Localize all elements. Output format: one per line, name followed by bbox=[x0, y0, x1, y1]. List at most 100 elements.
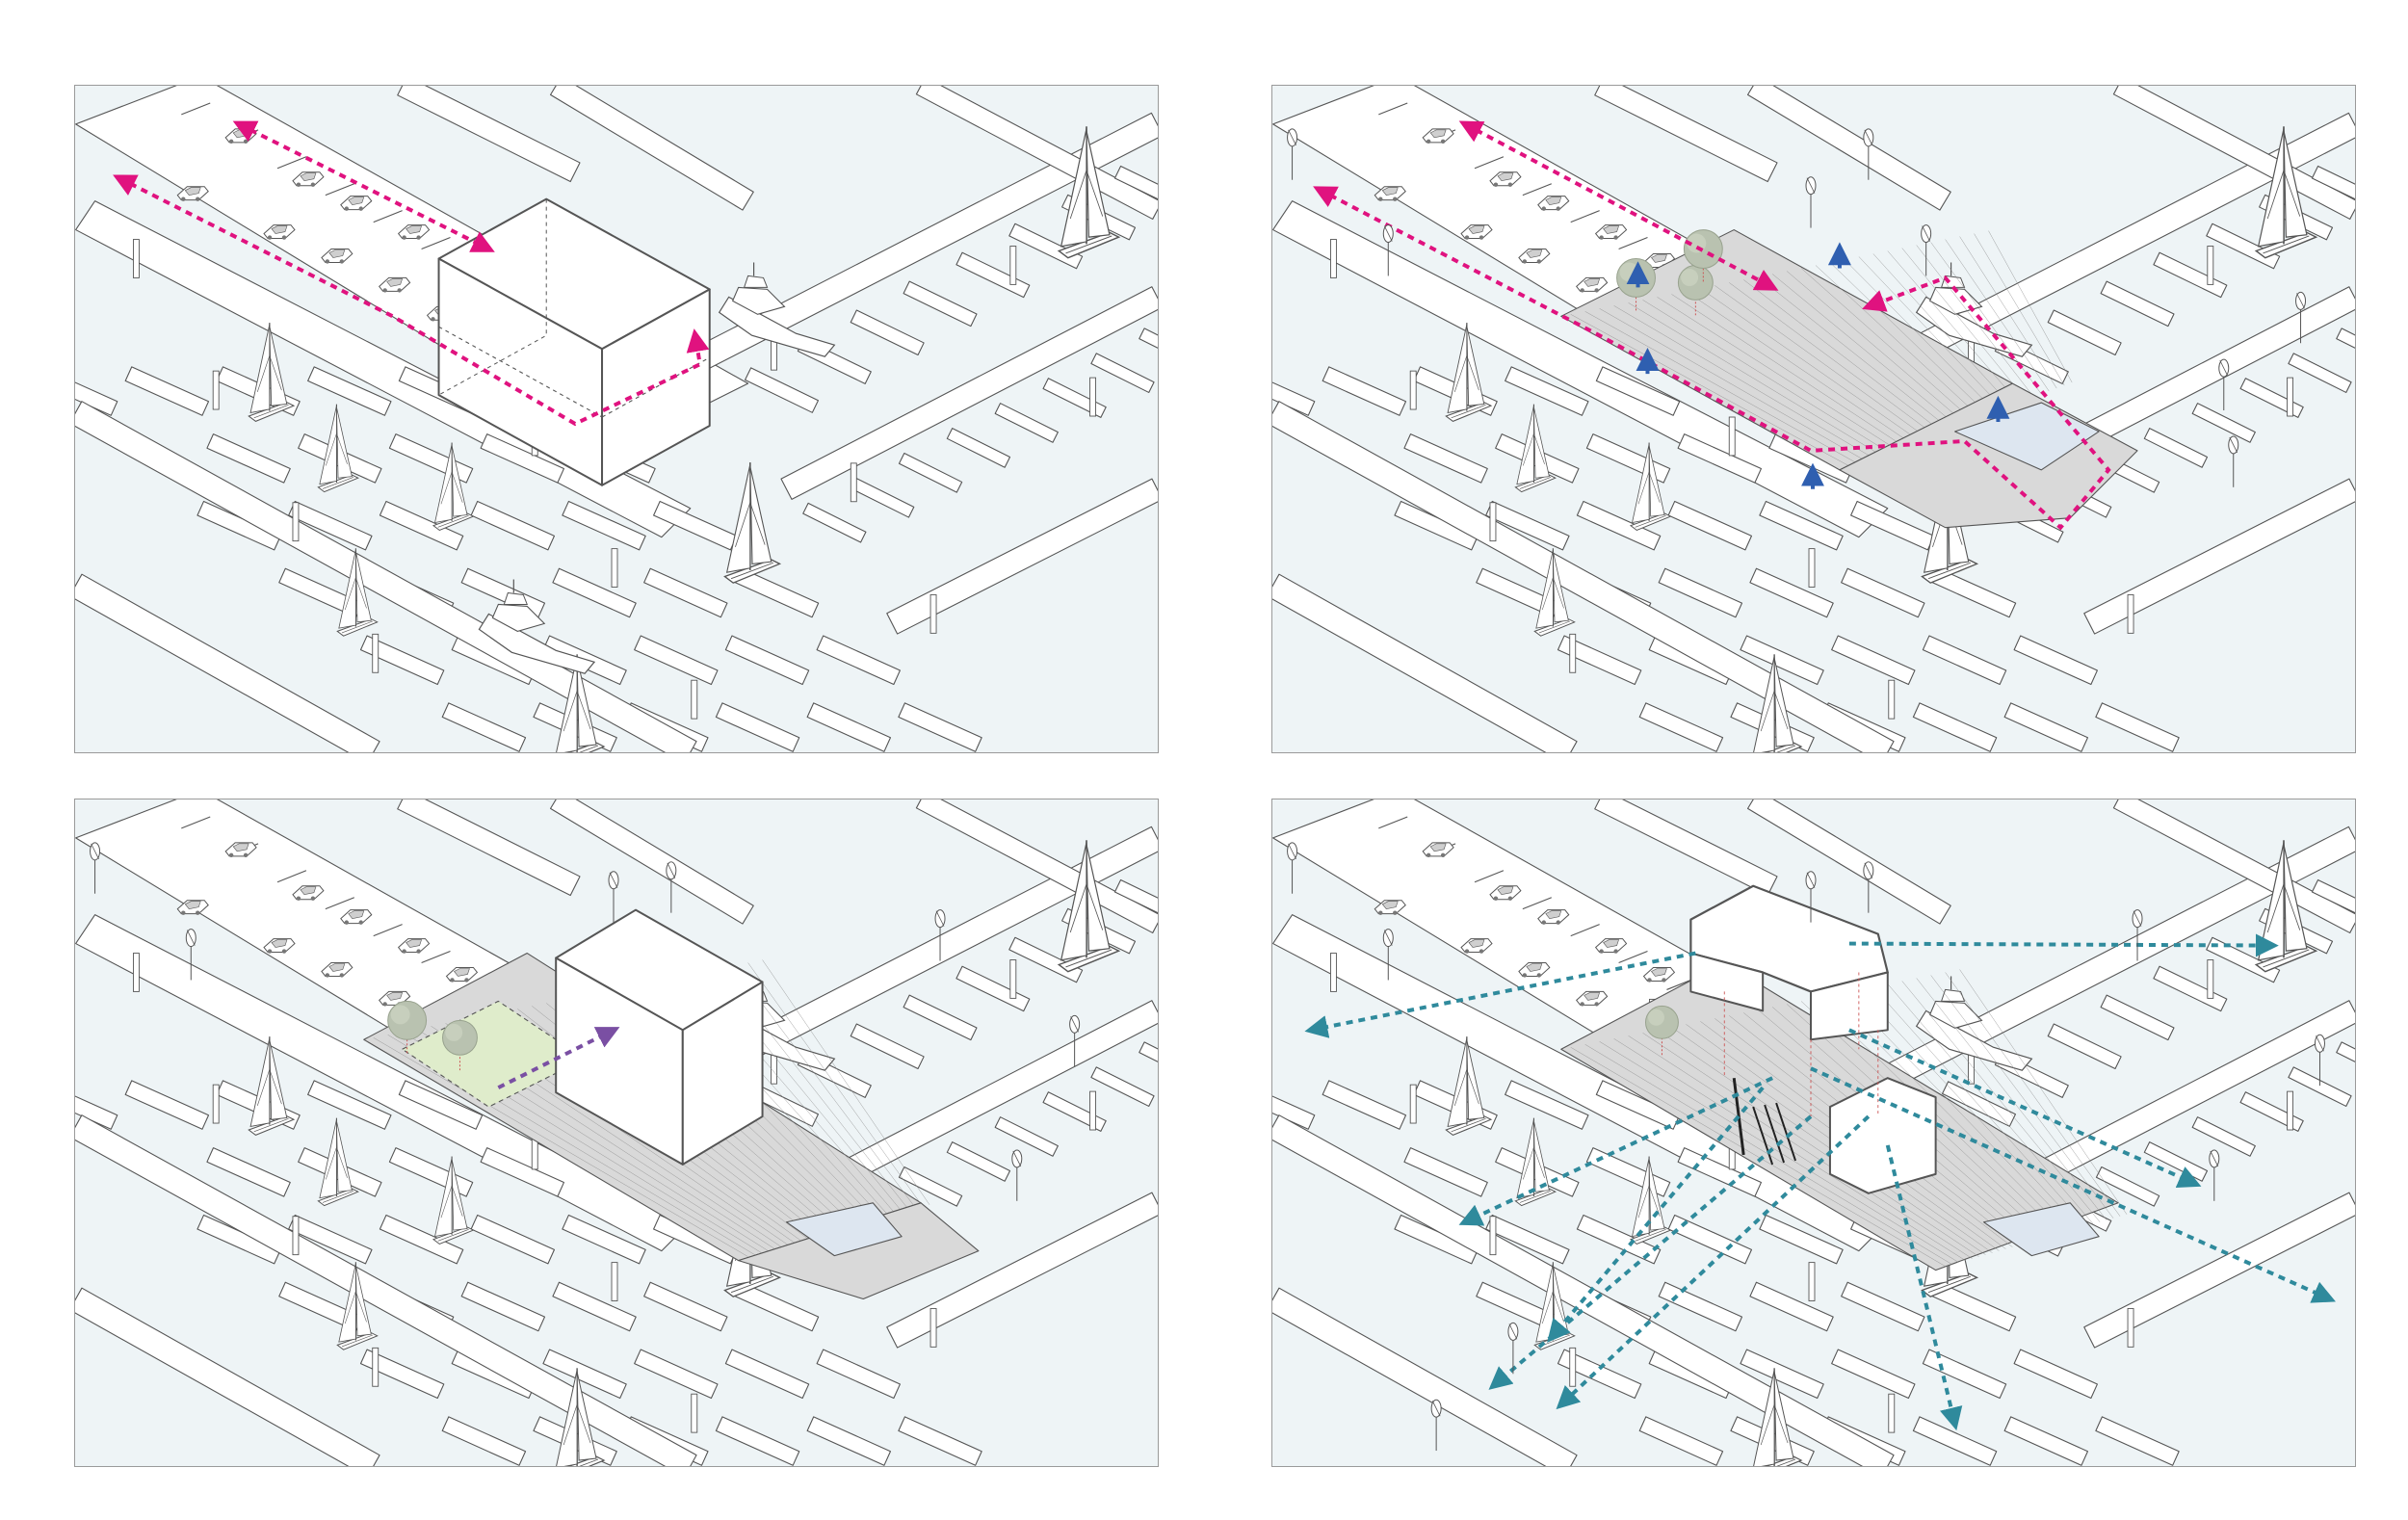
finger-pier bbox=[994, 1116, 1059, 1157]
stair bbox=[1752, 1102, 1797, 1166]
finger-pier bbox=[1008, 936, 1084, 983]
sailboat-icon bbox=[723, 462, 782, 584]
finger-pier bbox=[2013, 1349, 2098, 1400]
deck-hatch bbox=[1916, 245, 2034, 398]
pool-icon bbox=[1954, 402, 2100, 471]
finger-pier bbox=[643, 567, 728, 618]
finger-pier bbox=[1139, 328, 1158, 349]
wind-turbine-icon bbox=[1921, 224, 1932, 276]
building-side-right bbox=[681, 981, 764, 1166]
finger-pier bbox=[806, 702, 892, 752]
car-icon bbox=[340, 909, 373, 925]
deck-hatch bbox=[1945, 239, 2050, 392]
axonometric-drawing bbox=[1272, 799, 2355, 1466]
sailboat-icon bbox=[248, 1036, 296, 1137]
motor-yacht-icon bbox=[1915, 976, 2033, 1071]
finger-pier bbox=[724, 635, 810, 686]
deck-hatch bbox=[1887, 983, 2094, 1224]
finger-pier bbox=[441, 702, 527, 752]
pile bbox=[1409, 370, 1417, 410]
dock-spine bbox=[2083, 478, 2355, 635]
pile bbox=[1089, 377, 1097, 417]
finger-pier bbox=[2003, 702, 2089, 752]
upper-volume-side bbox=[1689, 952, 1765, 1012]
deck-hatch bbox=[733, 965, 917, 1209]
finger-pier bbox=[1638, 702, 1724, 752]
car-icon bbox=[1518, 962, 1551, 978]
finger-pier bbox=[851, 477, 915, 518]
finger-pier bbox=[898, 1416, 982, 1466]
finger-pier bbox=[307, 366, 392, 416]
deck-hatch bbox=[1858, 989, 2081, 1228]
finger-pier bbox=[2206, 223, 2281, 270]
deck-hatch bbox=[1872, 253, 2011, 406]
lift-arrow bbox=[497, 1027, 620, 1089]
sailboat-icon bbox=[432, 1156, 475, 1245]
pile bbox=[1009, 246, 1017, 285]
view-arrow bbox=[1458, 1076, 1773, 1226]
finger-pier bbox=[2047, 309, 2122, 356]
deck-hatch bbox=[1686, 291, 1911, 444]
parking-line bbox=[1378, 816, 1408, 829]
finger-pier bbox=[2239, 1091, 2304, 1132]
dock-spine bbox=[1746, 86, 1951, 211]
finger-pier bbox=[2100, 994, 2175, 1041]
finger-pier bbox=[1585, 433, 1671, 484]
finger-pier bbox=[1042, 1091, 1107, 1132]
finger-pier bbox=[1139, 1041, 1158, 1062]
view-arrow bbox=[1304, 951, 1696, 1038]
finger-pier bbox=[1557, 635, 1642, 686]
pile bbox=[1409, 1084, 1417, 1124]
deck-hatch bbox=[1815, 998, 2060, 1234]
pile bbox=[850, 462, 857, 503]
finger-pier bbox=[745, 367, 820, 413]
car-icon bbox=[176, 900, 209, 915]
parking-line bbox=[1474, 870, 1505, 883]
finger-pier bbox=[124, 1080, 210, 1130]
finger-pier bbox=[946, 428, 1011, 468]
finger-pier bbox=[1759, 500, 1844, 551]
finger-pier bbox=[552, 567, 637, 618]
finger-pier bbox=[1595, 366, 1681, 416]
sailboat-icon bbox=[1753, 654, 1803, 752]
car-icon bbox=[1642, 966, 1676, 983]
pile bbox=[2207, 246, 2214, 285]
finger-pier bbox=[1922, 1349, 2007, 1400]
car-icon bbox=[1576, 990, 1609, 1007]
finger-pier bbox=[2013, 635, 2098, 686]
wind-turbine-icon bbox=[934, 909, 946, 961]
finger-pier bbox=[643, 1281, 728, 1332]
finger-pier bbox=[1740, 635, 1824, 686]
dock-spine bbox=[549, 86, 754, 211]
lower-volume bbox=[1828, 1077, 1937, 1194]
finger-pier bbox=[379, 1214, 464, 1265]
finger-pier bbox=[1008, 223, 1084, 270]
view-arrow bbox=[1547, 1086, 1765, 1343]
dock-spine bbox=[397, 86, 581, 183]
finger-pier bbox=[898, 1166, 963, 1207]
wind-turbine-icon bbox=[2132, 909, 2143, 961]
pile bbox=[691, 1393, 698, 1433]
deck-hatch bbox=[1657, 297, 1896, 450]
wind-turbine-icon bbox=[1382, 929, 1394, 981]
finger-pier bbox=[1090, 1066, 1155, 1107]
finger-pier bbox=[552, 1281, 637, 1332]
dock-spine bbox=[1746, 799, 1951, 925]
wind-turbine-icon bbox=[2314, 1034, 2325, 1087]
wind-turbine-icon bbox=[1863, 861, 1874, 913]
wind-turbine-icon bbox=[2295, 291, 2307, 344]
motor-yacht-icon bbox=[718, 262, 836, 357]
deck-hatch bbox=[1872, 986, 2087, 1226]
sailboat-icon bbox=[2254, 840, 2318, 973]
finger-pier bbox=[2239, 378, 2304, 418]
finger-pier bbox=[2153, 965, 2228, 1012]
view-arrow bbox=[1556, 1114, 1871, 1410]
deck-hatch bbox=[1642, 300, 1888, 453]
finger-pier bbox=[1667, 500, 1753, 551]
car-icon bbox=[1537, 909, 1570, 925]
panel-overlay bbox=[1287, 120, 2307, 531]
sailboat-icon bbox=[2254, 126, 2318, 259]
pile bbox=[691, 679, 698, 720]
dock-spine bbox=[886, 1192, 1158, 1349]
axonometric-drawing bbox=[75, 799, 1158, 1466]
